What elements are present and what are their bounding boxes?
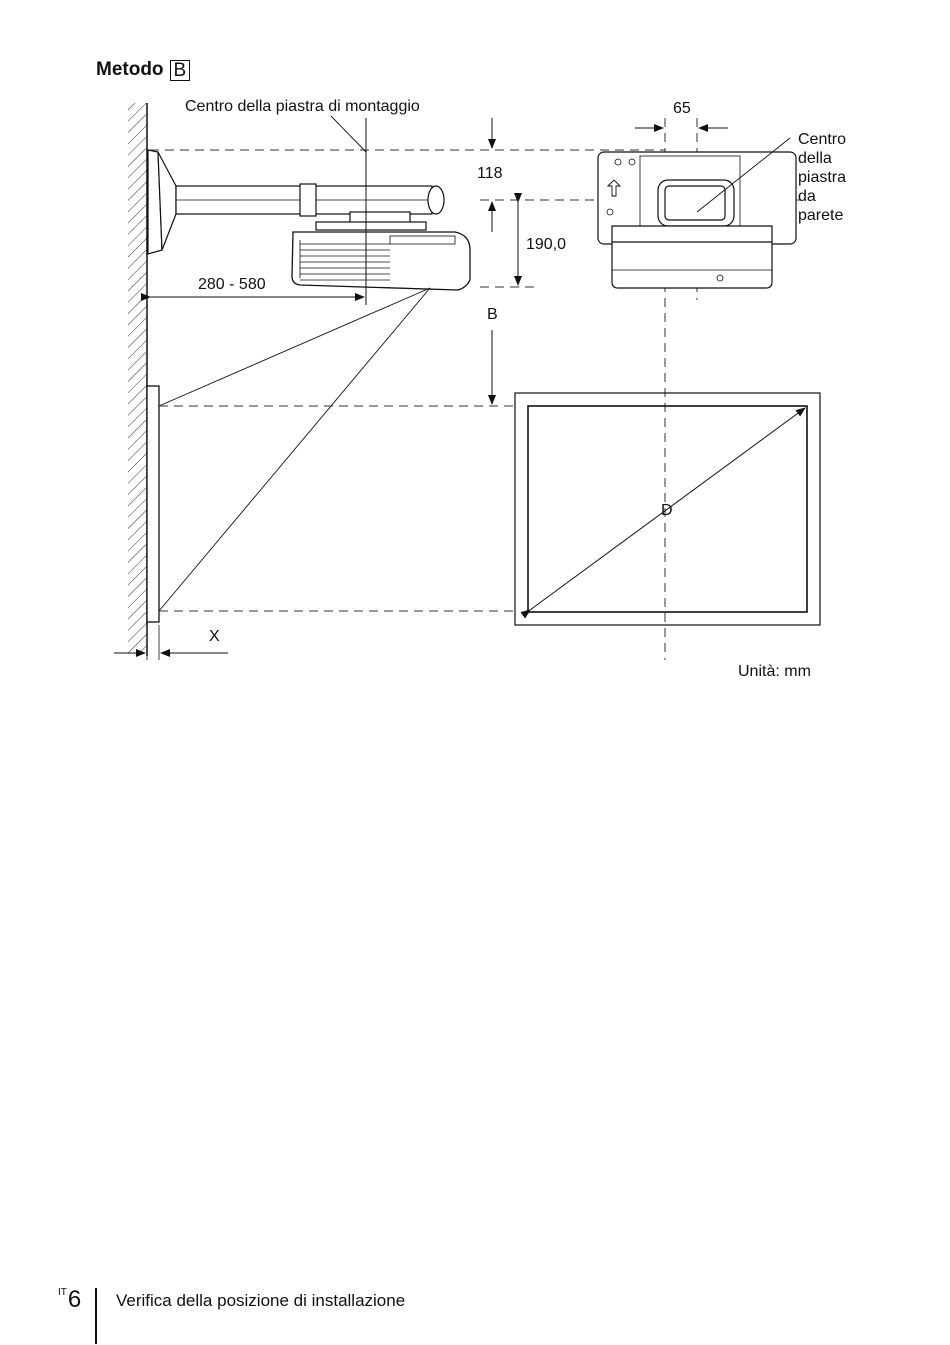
label-dim-range: 280 - 580 <box>198 276 266 293</box>
label-dim-65: 65 <box>673 100 691 117</box>
heading-title: Metodo <box>96 59 164 80</box>
page-number: IT6 <box>58 1286 81 1314</box>
label-dim-190: 190,0 <box>526 236 566 253</box>
label-unit: Unità: mm <box>738 663 811 680</box>
wall <box>128 103 148 656</box>
projector-front-view <box>597 151 797 289</box>
label-wall-plate-center-4: da <box>798 188 816 205</box>
installation-diagram: Centro della piastra di montaggio 65 Cen… <box>114 98 846 680</box>
label-mount-center: Centro della piastra di montaggio <box>185 98 420 115</box>
mount-center-leader <box>330 115 367 153</box>
screen-front-view <box>514 392 821 626</box>
label-dim-b: B <box>487 306 498 323</box>
label-wall-plate-center-3: piastra <box>798 169 846 186</box>
dimension-arrows <box>114 118 728 660</box>
label-wall-plate-center-5: parete <box>798 207 843 224</box>
label-wall-plate-center-1: Centro <box>798 131 846 148</box>
page-lang: IT <box>58 1287 67 1298</box>
heading-boxed-letter: B <box>169 59 191 81</box>
footer-section-title: Verifica della posizione di installazion… <box>116 1291 406 1310</box>
page-number-value: 6 <box>67 1286 82 1313</box>
label-wall-plate-center-2: della <box>798 150 832 167</box>
screen-side <box>146 385 160 623</box>
label-dim-d: D <box>661 502 673 519</box>
footer-divider <box>95 1288 97 1344</box>
wall-plate-center-leader <box>696 137 791 213</box>
mount-arm <box>147 149 445 255</box>
projection-lines <box>158 287 431 612</box>
label-dim-118: 118 <box>477 165 503 182</box>
section-heading: Metodo B <box>96 59 191 81</box>
label-dim-x: X <box>209 628 220 645</box>
projector-side-view <box>291 231 471 291</box>
